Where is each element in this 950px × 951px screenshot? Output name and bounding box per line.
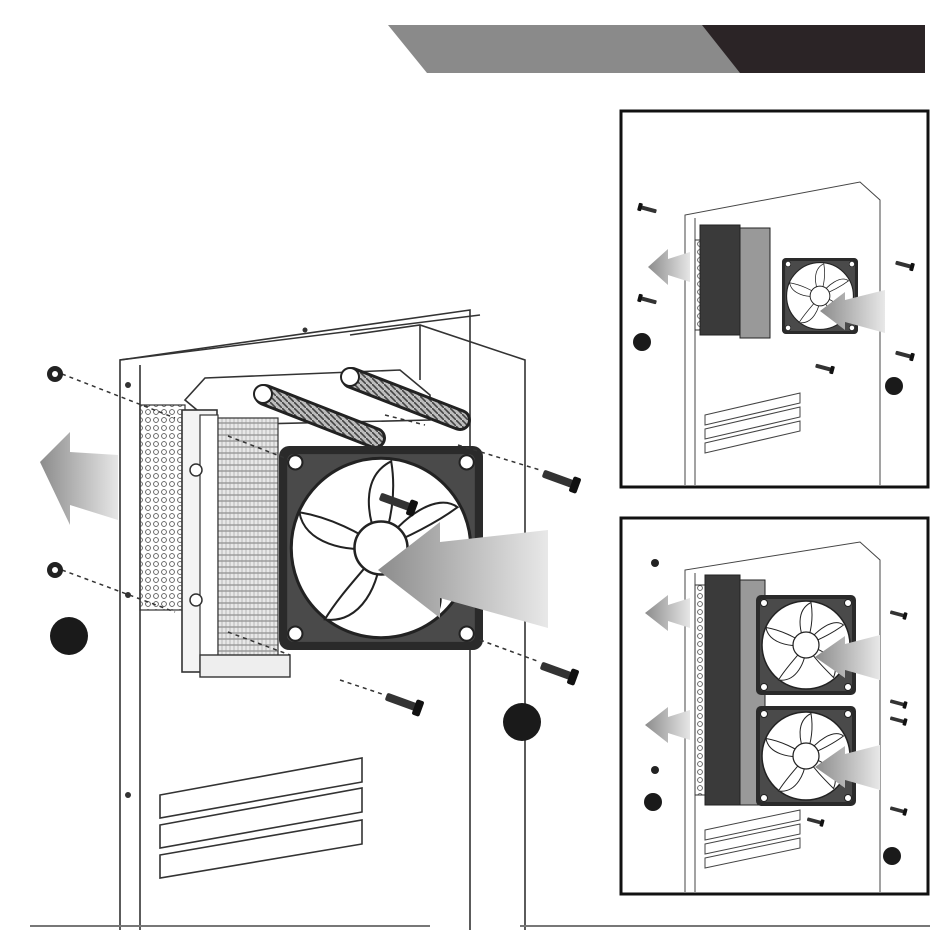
case-vent-slots	[160, 758, 362, 878]
step-marker-icon	[644, 793, 662, 811]
screw-icon	[47, 366, 63, 382]
step-marker-icon	[883, 847, 901, 865]
step-marker-icon	[633, 333, 651, 351]
fan-icon	[782, 258, 858, 334]
header-banner	[388, 25, 925, 73]
screw-icon	[538, 658, 579, 686]
screw-icon	[47, 562, 63, 578]
banner-dark-segment	[702, 25, 925, 73]
airflow-arrow-icon	[40, 432, 118, 525]
screw-icon	[651, 766, 659, 774]
hex-vent	[140, 405, 185, 610]
step-marker-icon	[885, 377, 903, 395]
screw-icon	[383, 689, 424, 717]
step-marker-icon	[503, 703, 541, 741]
screw-icon	[540, 466, 581, 494]
inset-top-figure	[621, 111, 928, 487]
step-marker-icon	[50, 617, 88, 655]
inset-bottom-figure	[621, 518, 928, 894]
screw-icon	[651, 559, 659, 567]
